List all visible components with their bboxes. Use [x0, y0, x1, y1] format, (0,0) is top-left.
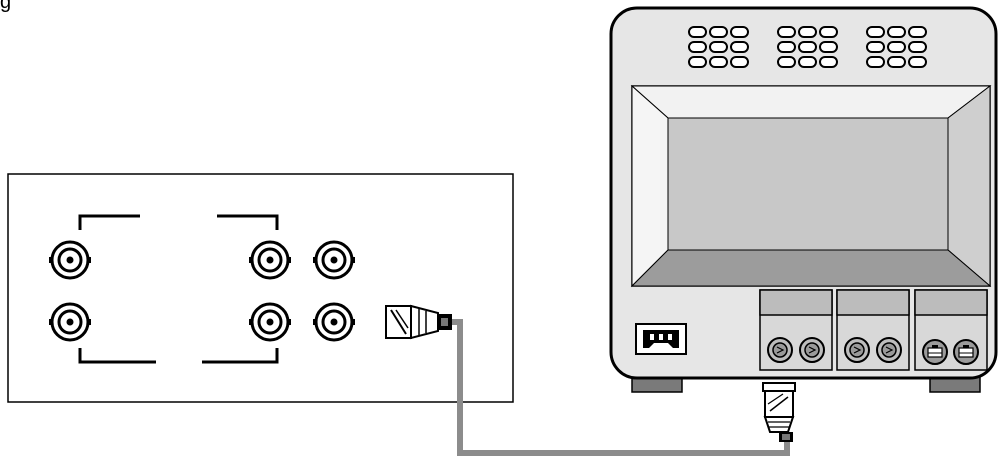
video-cable: [452, 319, 790, 456]
bnc-connector-icon[interactable]: [311, 240, 357, 280]
bnc-connector-icon[interactable]: [844, 337, 870, 363]
bnc-plug-icon: [762, 382, 796, 442]
bnc-plug-icon: [385, 304, 452, 340]
bnc-connector-icon[interactable]: [247, 240, 293, 280]
bnc-connector-icon[interactable]: [247, 302, 293, 342]
svideo-connector-icon[interactable]: [953, 339, 979, 365]
vent-slot-icon: [688, 26, 927, 68]
bnc-connector-icon[interactable]: [311, 302, 357, 342]
input-device-panel: [7, 173, 514, 403]
bnc-connector-icon[interactable]: [876, 337, 902, 363]
power-socket-icon: [635, 323, 687, 355]
bnc-connector-icon[interactable]: [799, 337, 825, 363]
clipped-caption: g: [0, 0, 12, 13]
bnc-connector-icon[interactable]: [767, 337, 793, 363]
bnc-connector-icon[interactable]: [47, 302, 93, 342]
svideo-connector-icon[interactable]: [922, 339, 948, 365]
monitor-screen: [630, 84, 992, 288]
bnc-connector-icon[interactable]: [47, 240, 93, 280]
